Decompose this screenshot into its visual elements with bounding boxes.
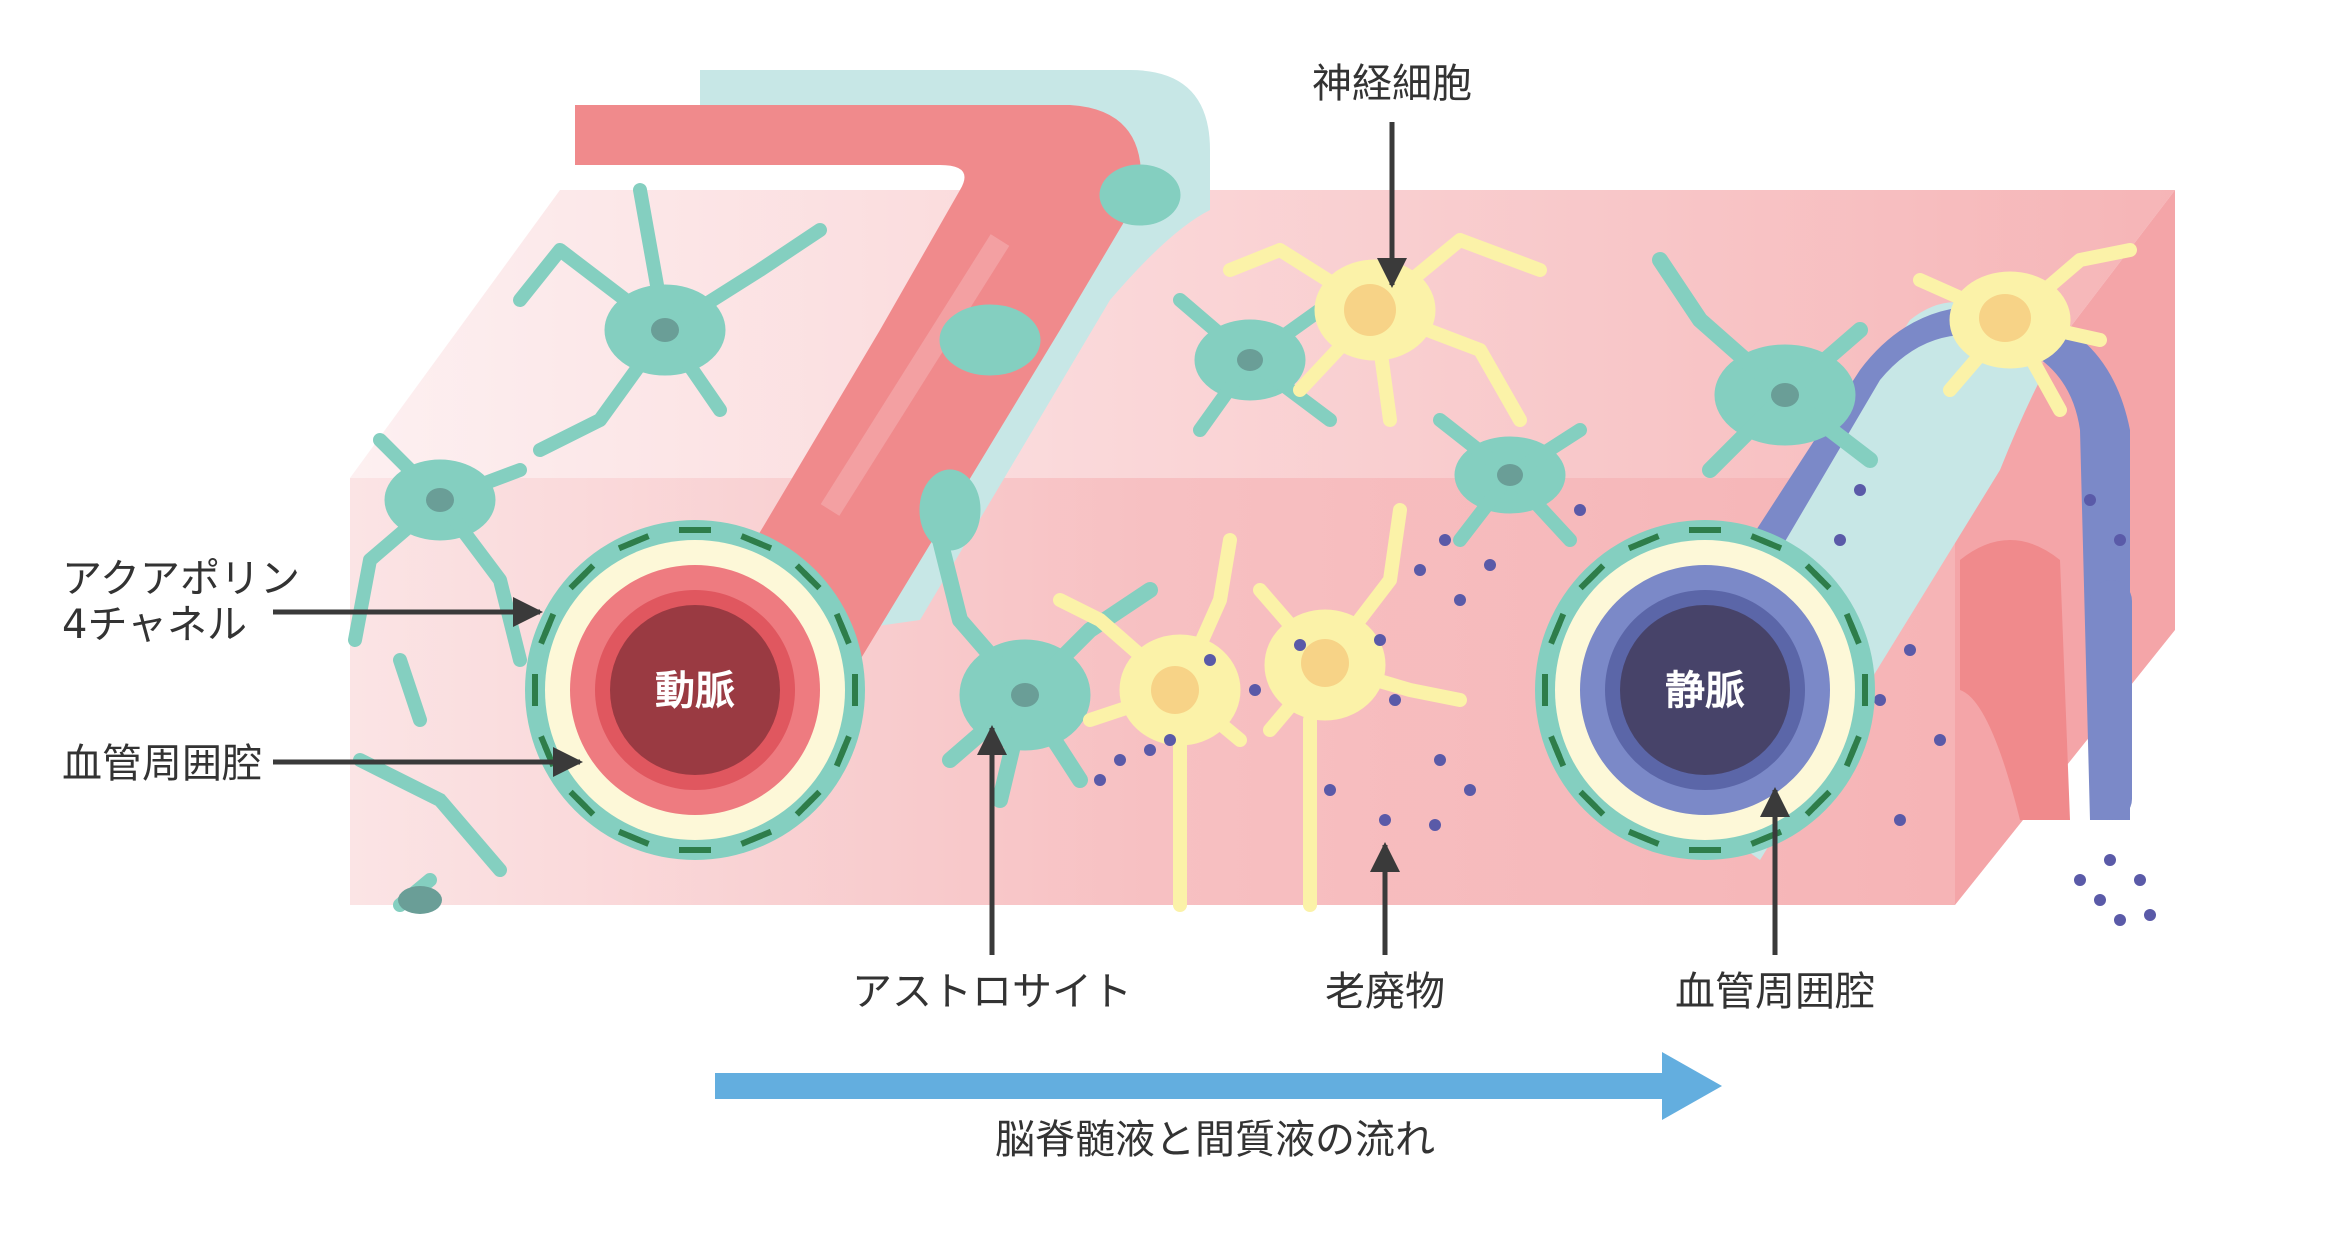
waste-label: 老廃物 [1325,969,1445,1015]
neuron-label: 神経細胞 [1312,61,1472,107]
vein-label: 静脈 [1665,668,1745,714]
astrocyte-upper-left [513,183,827,457]
aquaporin-channel [1548,735,1563,758]
neuron-top-right [1913,243,2137,417]
artery-lumen [610,605,780,775]
aquaporin-label-line1: アクアポリン [62,556,300,602]
aquaporin-channel [833,744,848,768]
aquaporin-channel [801,570,822,591]
aquaporin-channel [837,622,852,645]
aquaporin-channel [1843,744,1858,768]
aquaporin-channel [1552,612,1567,636]
aquaporin-channel [749,537,773,552]
astrocyte-middle-right [1433,413,1587,547]
neurons [1053,233,2137,912]
aquaporin-channel [1627,828,1651,843]
aquaporin-channel [542,612,557,636]
annotation-arrows [273,122,1790,955]
aquaporin-label-line2: 4チャネル [62,602,247,648]
aquaporin-channels [532,527,1868,853]
astrocyte-right-top [1652,252,1878,478]
aquaporin-channel [532,674,538,696]
aquaporin-channel [689,527,711,533]
aquaporin-channel [1750,832,1773,847]
aquaporin-channel [617,828,641,843]
aquaporin-channel [1689,847,1711,853]
artery-label: 動脈 [655,668,735,714]
aquaporin-channel [1699,527,1721,533]
aquaporin-channel [1804,796,1825,817]
neuron-center-right [1253,503,1467,912]
aquaporin-channel [575,563,596,584]
aquaporin-channel [794,796,815,817]
aquaporin-channel [538,735,553,758]
aquaporin-channel [1542,674,1548,696]
aquaporin-channel [1862,684,1868,706]
flow-label: 脳脊髄液と間質液の流れ [995,1117,1435,1163]
neuron-center-left [1053,533,1247,912]
perivascular-right-label: 血管周囲腔 [1675,969,1875,1015]
astrocyte-lower-left [353,653,507,914]
astrocyte-top-center [1173,293,1337,437]
aquaporin-channel [1585,563,1606,584]
vein-cross-section: 静脈 [1535,520,1875,860]
aquaporin-channel [1847,622,1862,645]
perivascular-left-label: 血管周囲腔 [62,741,262,787]
astrocyte-front-left [348,433,527,667]
aquaporin-channel [740,832,763,847]
aquaporin-channel [568,789,589,810]
aquaporin-channel [679,847,701,853]
artery-cross-section: 動脈 [525,520,865,860]
aquaporin-channel [1578,789,1599,810]
astrocytes [348,164,1878,914]
aquaporin-channel [627,533,650,548]
astrocyte-label: アストロサイト [852,969,1132,1015]
aquaporin-channel [1759,537,1783,552]
waste-particles [1094,484,2156,926]
aquaporin-channel [852,684,858,706]
text-labels: 神経細胞 アクアポリン 4チャネル 血管周囲腔 アストロサイト 老廃物 血管周囲… [62,61,1875,1163]
flow-arrow [715,1052,1722,1120]
aquaporin-channel [1637,533,1660,548]
vein-lumen [1620,605,1790,775]
aquaporin-channel [1811,570,1832,591]
